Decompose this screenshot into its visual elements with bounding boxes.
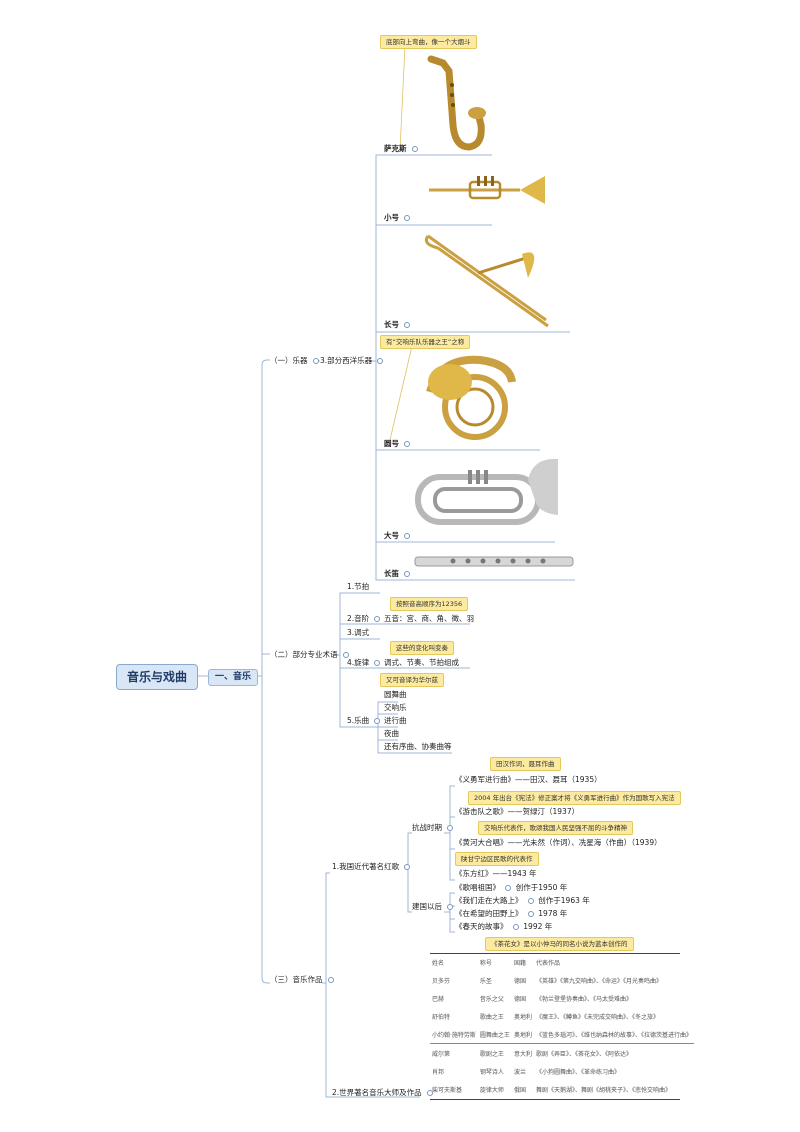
piece-nocturne: 夜曲 <box>384 729 399 738</box>
table-header-row: 姓名称号国籍代表作品 <box>432 959 560 967</box>
root-node[interactable]: 音乐与戏曲 <box>116 664 198 690</box>
table-row: 舒伯特歌曲之王奥地利《魔王》、《鳟鱼》《未完成交响曲》、《冬之旅》 <box>432 1013 659 1021</box>
term-piece[interactable]: 5.乐曲 <box>347 716 381 726</box>
section-terms[interactable]: （二）部分专业术语 <box>270 650 349 660</box>
table-row: 柴可夫斯基旋律大师俄国舞剧《天鹅湖》、舞剧《胡桃夹子》、《悲怆交响曲》 <box>432 1086 671 1094</box>
expand-icon[interactable] <box>404 441 410 447</box>
expand-icon[interactable] <box>404 215 410 221</box>
expand-icon[interactable] <box>327 977 334 983</box>
expand-icon[interactable] <box>342 652 349 658</box>
section-instruments[interactable]: （一）乐器 <box>270 356 319 366</box>
piece-waltz: 圆舞曲 <box>384 690 407 699</box>
music-node[interactable]: 一、音乐 <box>208 669 258 686</box>
song-guerrilla[interactable]: 《游击队之歌》——贺绿汀（1937） <box>455 807 580 816</box>
red-songs-node[interactable]: 1.我国近代著名红歌 <box>332 862 411 872</box>
table-row: 威尔第歌剧之王意大利歌剧《弄臣》、《茶花女》、《阿依达》 <box>430 1043 694 1062</box>
post-founding-node[interactable]: 建国以后 <box>412 902 453 912</box>
anthem-note: 田汉作词，聂耳作曲 <box>490 757 561 771</box>
table-row: 小约翰·施特劳斯圆舞曲之王奥地利《蓝色多瑙河》、《维也纳森林的故事》、《拉德茨基… <box>432 1031 692 1039</box>
tuba-icon <box>415 458 558 525</box>
instrument-tuba[interactable]: 大号 <box>384 531 410 541</box>
term-melody[interactable]: 4.旋律 <box>347 658 381 668</box>
melody-detail: 调式、节奏、节拍组成 <box>384 658 459 667</box>
expand-icon[interactable] <box>312 358 319 364</box>
trumpet-icon <box>429 176 545 204</box>
expand-icon[interactable] <box>512 924 519 930</box>
piece-march: 进行曲 <box>384 716 407 725</box>
expand-icon[interactable] <box>374 616 381 622</box>
instrument-flute[interactable]: 长笛 <box>384 569 410 579</box>
trombone-icon <box>424 234 549 328</box>
scale-note: 按照音高顺序为12356 <box>390 597 469 611</box>
expand-icon[interactable] <box>374 718 381 724</box>
expand-icon[interactable] <box>374 660 381 666</box>
expand-icon[interactable] <box>527 898 534 904</box>
expand-icon[interactable] <box>377 358 384 364</box>
instrument-saxophone[interactable]: 萨克斯 <box>384 144 418 154</box>
instrument-trombone[interactable]: 长号 <box>384 320 410 330</box>
constitution-note: 2004 年出台《宪法》修正案才将《义勇军进行曲》作为国歌写入宪法 <box>468 791 681 805</box>
melody-note: 这些的变化叫变奏 <box>390 641 454 655</box>
instrument-trumpet[interactable]: 小号 <box>384 213 410 223</box>
expand-icon[interactable] <box>505 885 511 891</box>
song-field-of-hope[interactable]: 《在希望的田野上》 1978 年 <box>455 909 568 918</box>
piece-symphony: 交响乐 <box>384 703 407 712</box>
masters-table: 姓名称号国籍代表作品 贝多芬乐圣德国《英雄》《第九交响曲》、《命运》《月光奏鸣曲… <box>430 953 694 1098</box>
masters-table-frame <box>430 953 680 1100</box>
song-spring-story[interactable]: 《春天的故事》 1992 年 <box>455 922 553 931</box>
yellow-river-note: 交响乐代表作，歌颂我国人民坚强不屈的斗争精神 <box>478 821 633 835</box>
song-yellow-river[interactable]: 《黄河大合唱》——光未然（作词）、冼星海（作曲）（1939） <box>455 838 662 847</box>
waltz-note: 又可音译为华尔兹 <box>380 673 444 687</box>
song-on-the-road[interactable]: 《我们走在大路上》 创作于1963 年 <box>455 896 590 905</box>
section-works[interactable]: （三）音乐作品 <box>270 975 334 985</box>
expand-icon[interactable] <box>447 904 453 910</box>
masters-node[interactable]: 2.世界著名音乐大师及作品 <box>332 1088 433 1098</box>
saxophone-note: 底部向上弯曲，像一个大烟斗 <box>380 35 477 49</box>
saxophone-icon <box>427 55 486 151</box>
piece-others: 还有序曲、协奏曲等 <box>384 742 452 751</box>
scale-detail: 五音：宫、商、角、徵、羽 <box>384 614 474 623</box>
expand-icon[interactable] <box>404 322 410 328</box>
song-east-red[interactable]: 《东方红》——1943 年 <box>455 869 537 878</box>
term-beat[interactable]: 1.节拍 <box>347 582 370 591</box>
song-sing-motherland[interactable]: 《歌唱祖国》 创作于1950 年 <box>455 883 568 892</box>
french-horn-note: 有“交响乐队乐器之王”之称 <box>380 335 471 349</box>
war-period-node[interactable]: 抗战时期 <box>412 823 453 833</box>
table-row: 巴赫音乐之父德国《勃兰登堡协奏曲》、《马太受难曲》 <box>432 995 632 1003</box>
expand-icon[interactable] <box>426 1090 433 1096</box>
east-red-note: 陕甘宁边区民歌的代表作 <box>455 852 539 866</box>
western-instruments-node[interactable]: 3.部分西洋乐器 <box>320 356 384 366</box>
term-scale[interactable]: 2.音阶 <box>347 614 381 624</box>
expand-icon[interactable] <box>404 533 410 539</box>
table-row: 贝多芬乐圣德国《英雄》《第九交响曲》、《命运》《月光奏鸣曲》 <box>432 977 662 985</box>
expand-icon[interactable] <box>527 911 534 917</box>
french-horn-icon <box>426 355 516 440</box>
expand-icon[interactable] <box>411 146 418 152</box>
expand-icon[interactable] <box>404 571 410 577</box>
flute-icon <box>414 556 574 567</box>
instrument-french-horn[interactable]: 圆号 <box>384 439 410 449</box>
song-anthem[interactable]: 《义勇军进行曲》——田汉、聂耳（1935） <box>455 775 602 784</box>
table-row: 肖邦钢琴诗人波兰《小狗圆舞曲》、《革命练习曲》 <box>432 1068 620 1076</box>
term-mode[interactable]: 3.调式 <box>347 628 370 637</box>
expand-icon[interactable] <box>447 825 453 831</box>
camellia-note: 《茶花女》是以小仲马的同名小说为蓝本创作的 <box>485 937 634 951</box>
expand-icon[interactable] <box>404 864 411 870</box>
